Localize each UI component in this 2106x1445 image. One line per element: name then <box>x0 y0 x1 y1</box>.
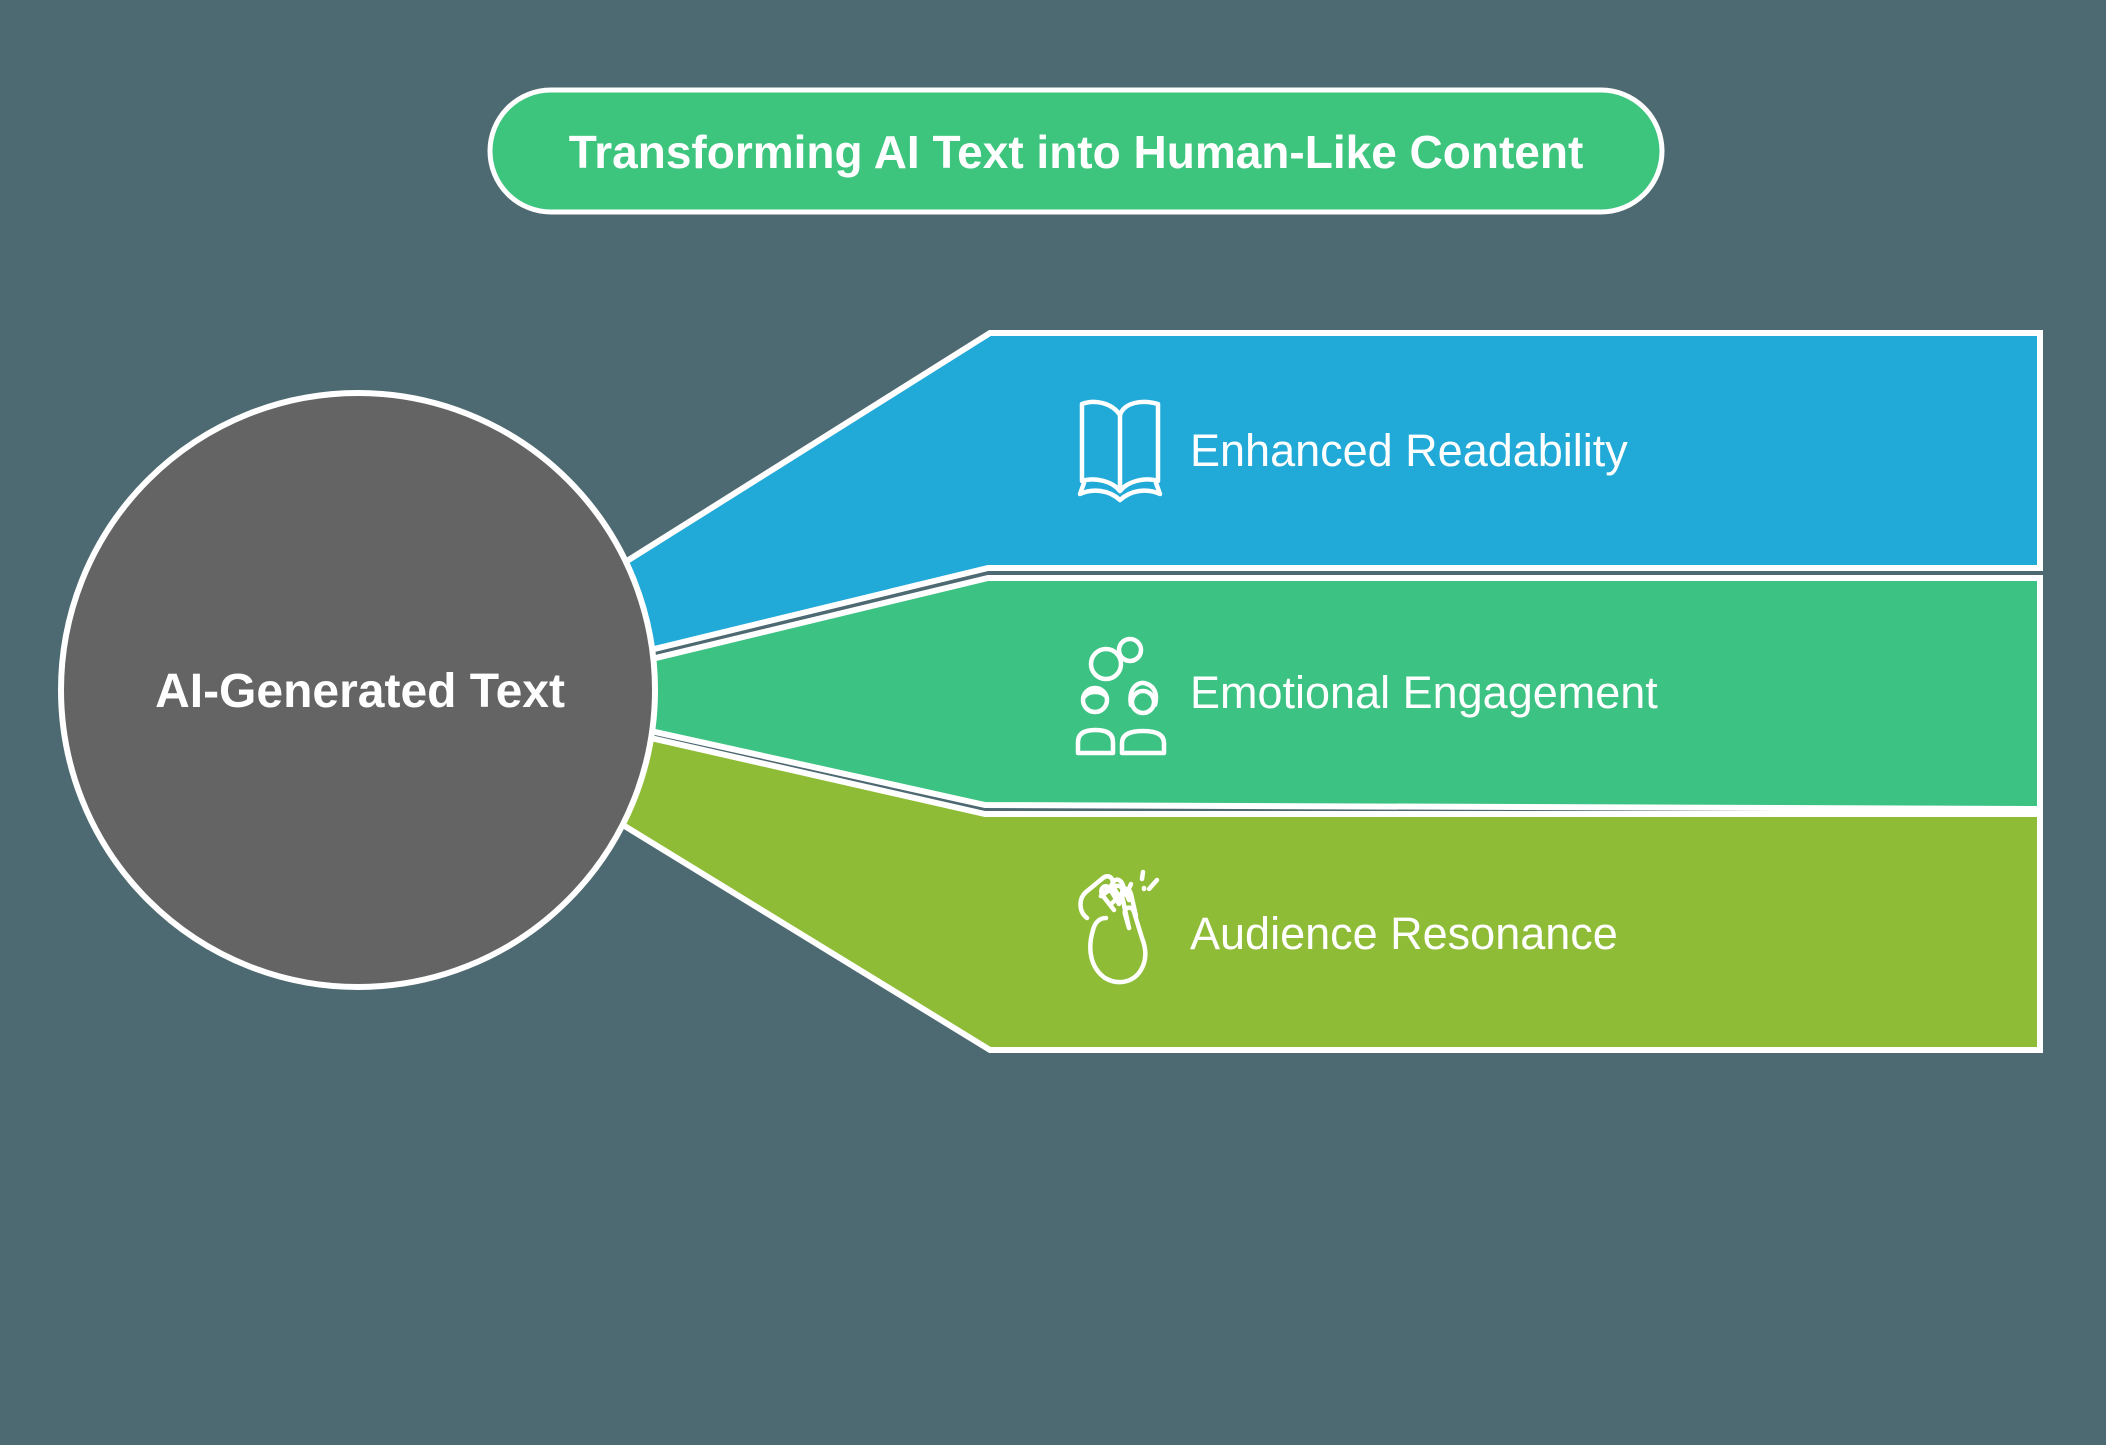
branch-label-engagement: Emotional Engagement <box>1190 667 1658 718</box>
branch-label-resonance: Audience Resonance <box>1190 908 1618 959</box>
open-book-icon <box>1077 399 1163 503</box>
branch-label-readability: Enhanced Readability <box>1190 425 1628 476</box>
clapping-hands-icon <box>1078 869 1160 985</box>
center-circle <box>58 390 658 990</box>
people-partnership-icon <box>1075 636 1167 756</box>
title-pill <box>487 87 1665 215</box>
page-title: Transforming AI Text into Human-Like Con… <box>569 126 1584 178</box>
center-label: AI-Generated Text <box>155 665 565 718</box>
